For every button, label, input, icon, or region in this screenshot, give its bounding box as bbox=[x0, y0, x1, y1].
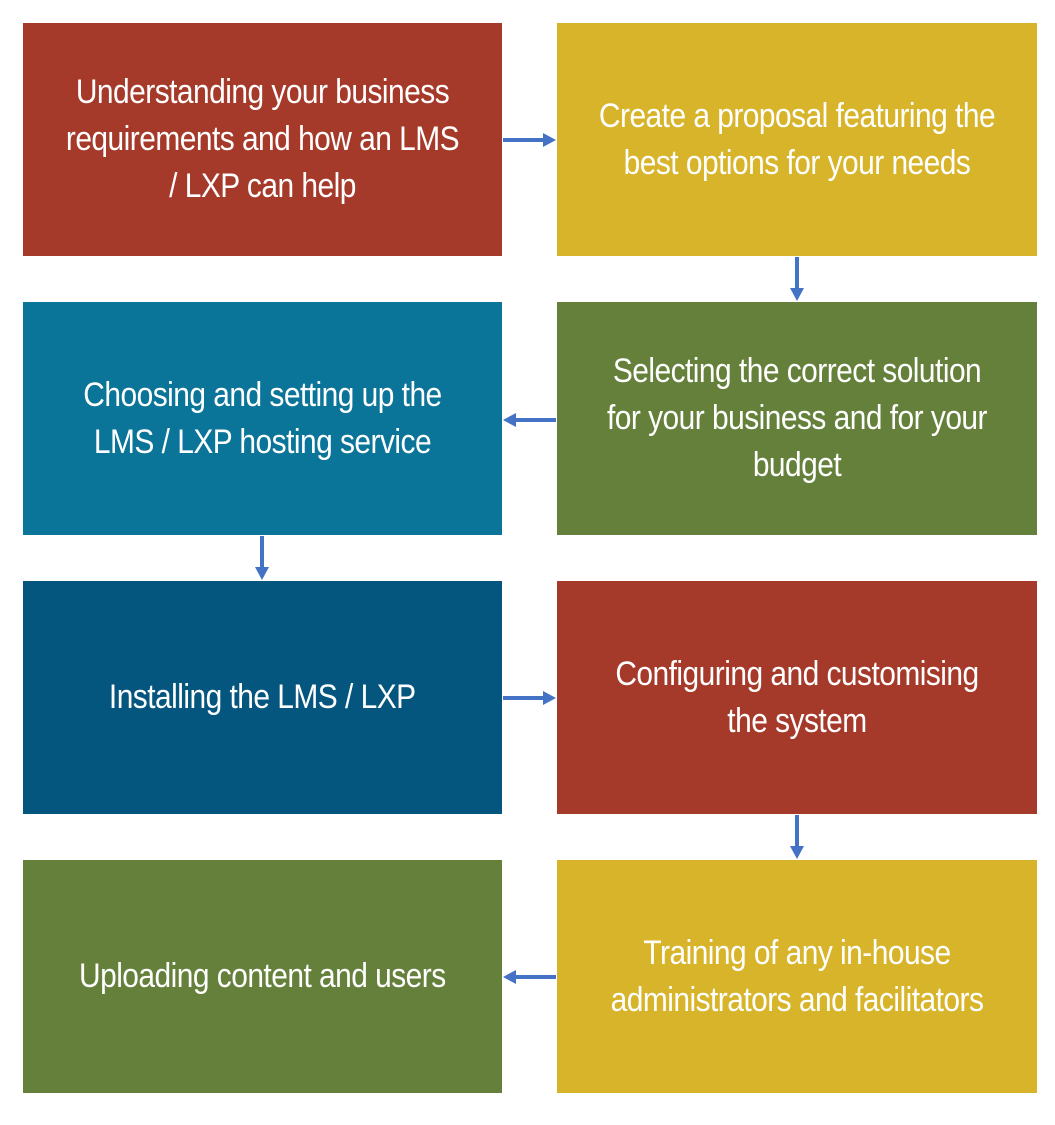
step-label: Choosing and setting up the LMS / LXP ho… bbox=[83, 375, 442, 461]
step-training: Training of any in-house administrators … bbox=[557, 860, 1037, 1093]
step-label: Installing the LMS / LXP bbox=[109, 678, 416, 716]
arrow-left-icon bbox=[503, 970, 556, 984]
step-choosing-hosting: Choosing and setting up the LMS / LXP ho… bbox=[23, 302, 502, 535]
arrow-left-icon bbox=[503, 413, 556, 427]
step-label: Understanding your business requirements… bbox=[65, 73, 460, 205]
step-understanding-requirements: Understanding your business requirements… bbox=[23, 23, 502, 256]
step-installing: Installing the LMS / LXP bbox=[23, 581, 502, 814]
arrow-right-icon bbox=[503, 691, 556, 705]
step-label: Training of any in-house administrators … bbox=[610, 933, 984, 1019]
step-label: Create a proposal featuring the best opt… bbox=[598, 96, 996, 182]
arrow-right-icon bbox=[503, 133, 556, 147]
step-configuring: Configuring and customising the system bbox=[557, 581, 1037, 814]
step-selecting-solution: Selecting the correct solution for your … bbox=[557, 302, 1037, 535]
step-label: Uploading content and users bbox=[79, 957, 446, 995]
step-label: Selecting the correct solution for your … bbox=[607, 352, 988, 484]
step-label: Configuring and customising the system bbox=[615, 654, 979, 740]
arrow-down-icon bbox=[255, 536, 269, 580]
step-create-proposal: Create a proposal featuring the best opt… bbox=[557, 23, 1037, 256]
step-uploading: Uploading content and users bbox=[23, 860, 502, 1093]
arrow-down-icon bbox=[790, 815, 804, 859]
arrow-down-icon bbox=[790, 257, 804, 301]
